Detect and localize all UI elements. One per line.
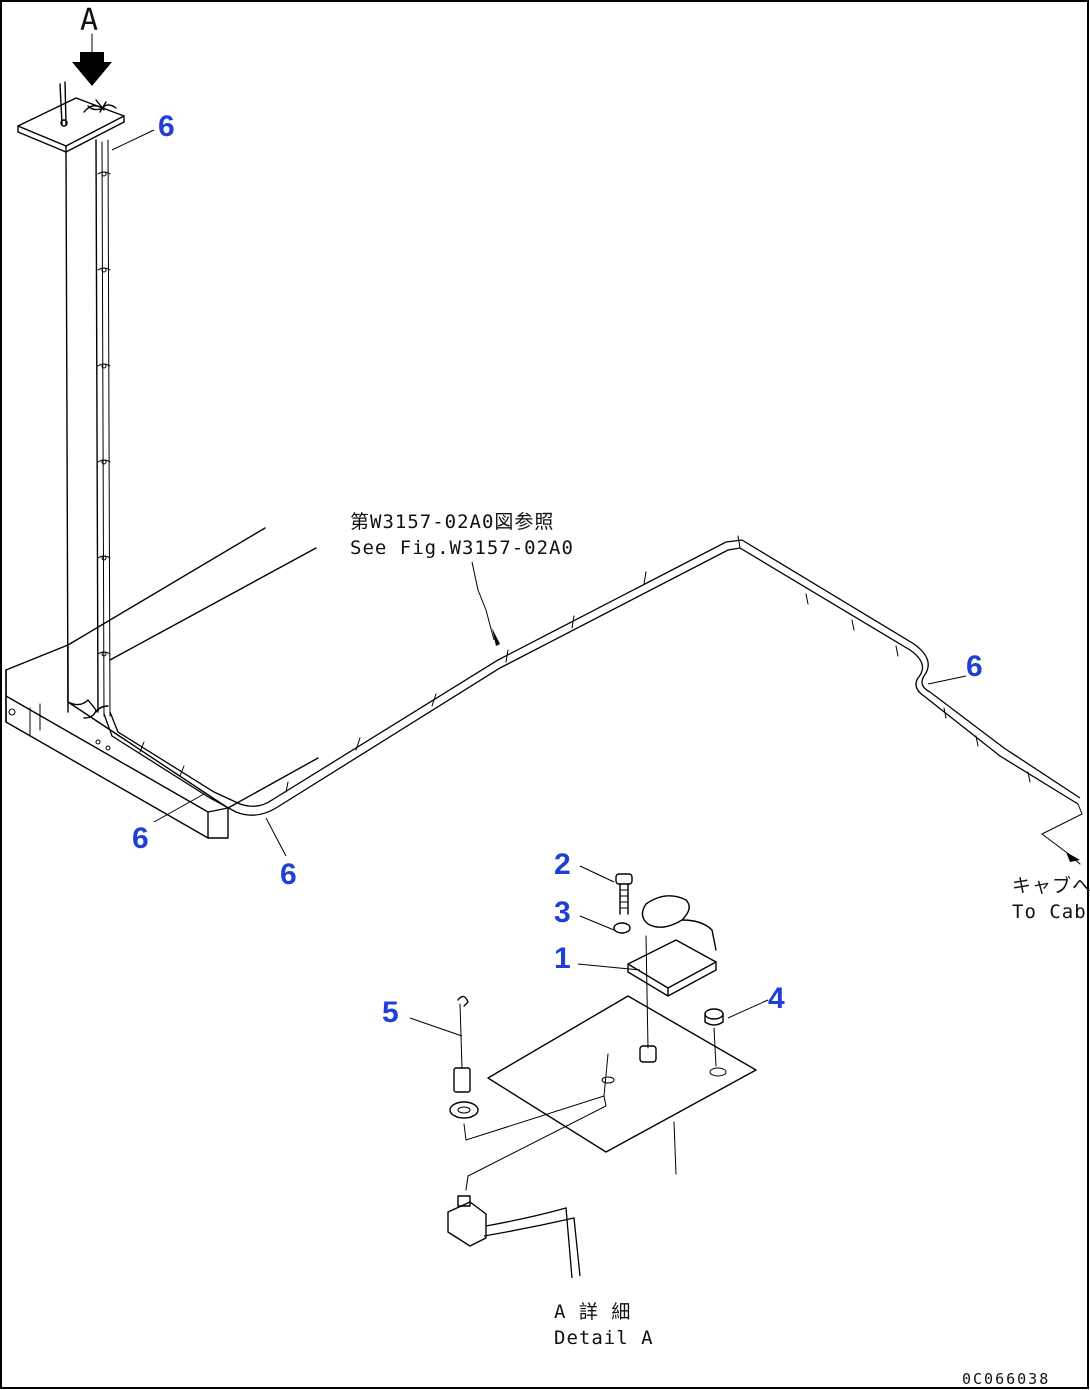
callout-6-right: 6 (966, 650, 983, 683)
column-clamps (97, 171, 111, 657)
chassis-frame (5, 527, 319, 839)
callout-6-lower-mid: 6 (280, 858, 297, 891)
leader-lines (111, 129, 967, 1037)
drawing-code: 0C066038 (962, 1370, 1050, 1388)
see-fig-note-jp: 第W3157-02A0図参照 (350, 511, 554, 533)
top-mounting-plate (17, 81, 125, 153)
callout-6-top: 6 (158, 110, 175, 143)
callout-4: 4 (768, 982, 785, 1015)
part-3-washer (613, 922, 631, 934)
detail-a-title-en: Detail A (554, 1327, 654, 1349)
hose-routing (103, 535, 1083, 865)
callout-6-lower-left: 6 (132, 822, 149, 855)
callout-5: 5 (382, 996, 399, 1029)
part-1-antenna-bracket (627, 895, 717, 1063)
callout-3: 3 (554, 896, 571, 929)
detail-a-title-jp: A 詳 細 (554, 1301, 631, 1323)
callout-1: 1 (554, 942, 571, 975)
to-cab-note-jp: キャブへ (1012, 874, 1090, 897)
part-2-bolt (615, 873, 633, 915)
detail-a-base-plate (487, 995, 757, 1175)
vertical-column (65, 139, 111, 717)
callout-2: 2 (554, 848, 571, 881)
view-marker-label: A (80, 3, 98, 38)
view-arrow-icon (72, 52, 112, 86)
part-4-grommet (704, 1008, 724, 1067)
detail-a-cable-connector (447, 1095, 607, 1279)
see-fig-note-en: See Fig.W3157-02A0 (350, 537, 574, 559)
part-5-connector (449, 995, 609, 1141)
to-cab-note-en: To Cab (1012, 901, 1087, 923)
